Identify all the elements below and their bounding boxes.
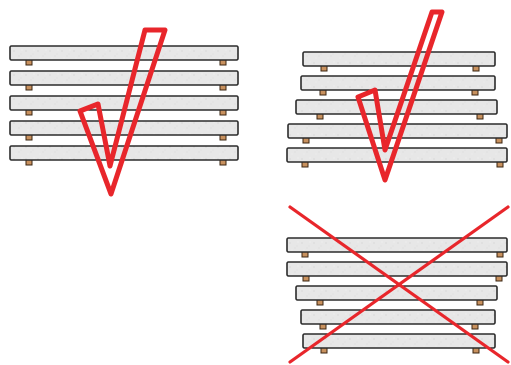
slab bbox=[287, 238, 507, 252]
slab bbox=[10, 71, 238, 85]
stack-pyramid-correct bbox=[287, 12, 507, 180]
stack-inverted-incorrect bbox=[287, 207, 508, 362]
stack-even-correct bbox=[10, 30, 238, 194]
slab bbox=[301, 76, 495, 90]
slab bbox=[10, 121, 238, 135]
slab bbox=[10, 46, 238, 60]
slab bbox=[303, 52, 495, 66]
slab bbox=[301, 310, 495, 324]
slab bbox=[303, 334, 495, 348]
slab bbox=[287, 262, 507, 276]
